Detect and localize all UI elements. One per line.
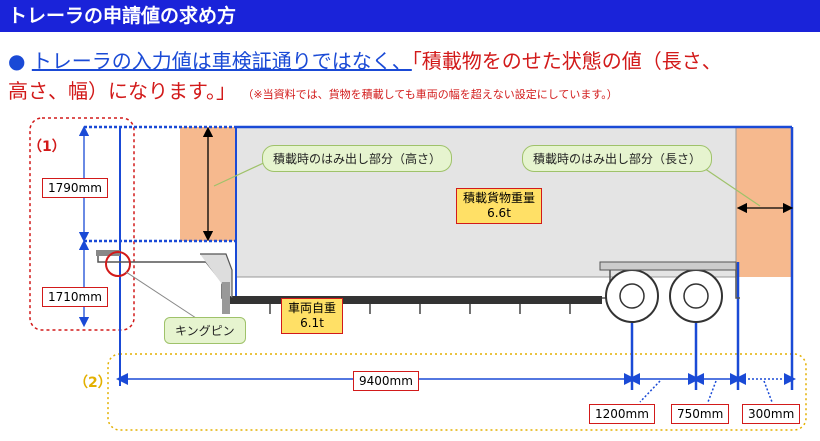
dim-length-main: 9400mm [353, 371, 419, 391]
dim-height-upper: 1790mm [42, 178, 108, 198]
headline-note: （※当資料では、貨物を積載しても車両の幅を超えない設定にしています。） [242, 88, 618, 101]
dim-length-a: 1200mm [589, 404, 655, 424]
cargo-weight-value: 6.6t [487, 206, 511, 220]
vehicle-weight-value: 6.1t [300, 316, 324, 330]
overhang-rear-block [736, 127, 792, 277]
section2-frame [107, 353, 807, 431]
kingpin-marker [105, 251, 131, 277]
vehicle-weight-box: 車両自重 6.1t [281, 298, 344, 334]
headline-quote-1: 「積載物をのせた状態の値（長さ、 [411, 49, 722, 73]
callout-overhang-length: 積載時のはみ出し部分（長さ） [522, 145, 713, 172]
section-2-label: （2） [74, 375, 112, 391]
bullet-icon: ● [8, 49, 26, 73]
callout-kingpin: キングピン [164, 317, 246, 344]
page-title: トレーラの申請値の求め方 [0, 0, 820, 32]
dim-height-lower: 1710mm [42, 287, 108, 307]
headline-line-2: 高さ、幅）になります。」 （※当資料では、貨物を積載しても車両の幅を超えない設定… [8, 78, 618, 108]
rear-wheels [605, 269, 723, 323]
headline-quote-2: 高さ、幅）になります。」 [8, 79, 236, 103]
headline-line-1: ● トレーラの入力値は車検証通りではなく、「積載物をのせた状態の値（長さ、 [8, 48, 722, 74]
vehicle-weight-label: 車両自重 [288, 301, 337, 315]
section1-frame [29, 117, 135, 331]
headline-underlined: トレーラの入力値は車検証通りではなく、 [31, 49, 412, 73]
section-1-label: （1） [28, 139, 66, 155]
dim-length-c: 300mm [742, 404, 801, 424]
cargo-weight-label: 積載貨物重量 [463, 191, 536, 205]
dim-length-b: 750mm [671, 404, 730, 424]
callout-overhang-height: 積載時のはみ出し部分（高さ） [262, 145, 453, 172]
cargo-weight-box: 積載貨物重量 6.6t [456, 188, 543, 224]
